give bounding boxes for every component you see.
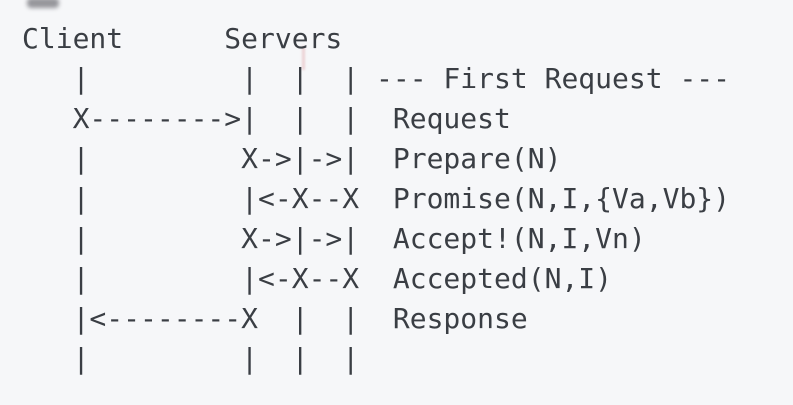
diagram-prepare-line: | X->|->| Prepare(N) <box>22 142 562 175</box>
paxos-ascii-diagram: Client Servers | | | | --- First Request… <box>22 19 730 379</box>
diagram-accepted-line: | |<-X--X Accepted(N,I) <box>22 262 613 295</box>
diagram-response-line: |<--------X | | Response <box>22 302 528 335</box>
video-artifact-pink-line <box>302 46 305 70</box>
diagram-request-line: X-------->| | | Request <box>22 102 511 135</box>
diagram-accept-line: | X->|->| Accept!(N,I,Vn) <box>22 222 646 255</box>
diagram-promise-line: | |<-X--X Promise(N,I,{Va,Vb}) <box>22 182 731 215</box>
diagram-lifelines-trailing-line: | | | | <box>22 342 360 375</box>
video-artifact-smudge <box>27 0 59 8</box>
diagram-lifelines-phase-line: | | | | --- First Request --- <box>22 62 731 95</box>
diagram-header-line: Client Servers <box>22 22 343 55</box>
